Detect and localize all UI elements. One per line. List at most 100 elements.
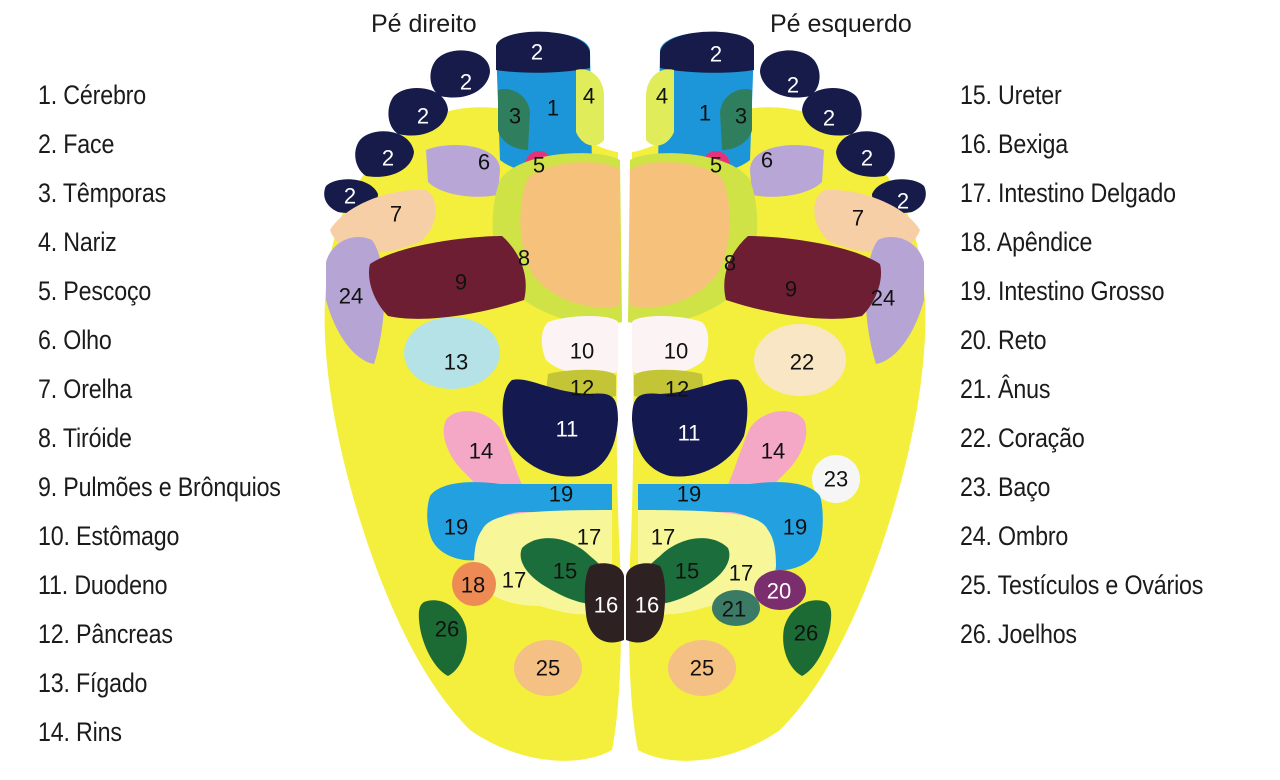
legend-item: 6. Olho <box>38 325 112 355</box>
zone-label: 19 <box>677 482 701 507</box>
zone-label: 6 <box>478 150 490 175</box>
zone-label: 19 <box>549 482 573 507</box>
eye-zone <box>750 144 824 197</box>
toe-4 <box>836 131 895 177</box>
zone-label: 18 <box>461 573 485 598</box>
zone-label: 4 <box>583 84 595 109</box>
legend-item: 12. Pâncreas <box>38 619 173 649</box>
appendix-zone <box>452 562 496 606</box>
bladder-zone <box>584 563 624 643</box>
legend-item: 8. Tiróide <box>38 423 132 453</box>
legend-item: 19. Intestino Grosso <box>960 276 1165 306</box>
zone-label: 24 <box>339 284 363 309</box>
rectum-zone <box>754 570 806 610</box>
legend-item: 3. Têmporas <box>38 178 167 208</box>
thyroid-center <box>630 162 730 308</box>
legend-item: 25. Testículos e Ovários <box>960 570 1204 600</box>
toe-4 <box>355 131 414 177</box>
zone-label: 26 <box>435 617 459 642</box>
nose-zone <box>646 69 674 146</box>
zone-label: 14 <box>469 439 493 464</box>
legend-item: 9. Pulmões e Brônquios <box>38 472 281 502</box>
zone-label: 3 <box>509 104 521 129</box>
duodenum-zone <box>632 379 748 477</box>
zone-label: 17 <box>577 525 601 550</box>
left-foot: 1 2 2 2 2 2 3 4 5 6 7 8 9 10 11 12 14 15… <box>626 31 926 761</box>
zone-label: 19 <box>444 515 468 540</box>
nose-zone <box>576 69 604 146</box>
lungs-zone <box>368 236 526 319</box>
zone-label: 2 <box>531 40 543 65</box>
zone-label: 5 <box>710 153 722 178</box>
legend-item: 7. Orelha <box>38 374 132 404</box>
zone-label: 22 <box>790 350 814 375</box>
zone-label: 15 <box>675 559 699 584</box>
heart-zone <box>754 324 846 396</box>
knees-zone <box>783 600 832 676</box>
legend-item: 4. Nariz <box>38 227 117 257</box>
zone-label: 15 <box>553 559 577 584</box>
legend-item: 20. Reto <box>960 325 1047 355</box>
anus-zone <box>712 590 760 626</box>
legend-item: 16. Bexiga <box>960 129 1069 159</box>
legend-item: 24. Ombro <box>960 521 1069 551</box>
right-foot: 1 2 2 2 2 2 3 4 5 6 7 8 9 10 11 12 13 14… <box>324 31 624 761</box>
toe-2 <box>430 50 490 98</box>
face-zone <box>496 31 590 73</box>
zone-label: 9 <box>455 270 467 295</box>
zone-label: 2 <box>861 146 873 171</box>
zone-label: 7 <box>852 206 864 231</box>
large-intestine-zone <box>638 482 823 571</box>
liver-zone <box>404 317 500 389</box>
left-foot-title: Pé esquerdo <box>770 10 912 38</box>
legend-item: 15. Ureter <box>960 80 1062 110</box>
zone-label: 11 <box>556 417 579 442</box>
zone-label: 17 <box>651 525 675 550</box>
legend-item: 11. Duodeno <box>38 570 168 600</box>
toe-3 <box>802 87 862 136</box>
bladder-zone <box>626 563 666 643</box>
zone-label: 9 <box>785 277 797 302</box>
stomach-zone <box>632 316 709 375</box>
zone-label: 2 <box>823 106 835 131</box>
zone-label: 26 <box>794 621 818 646</box>
eye-zone <box>426 144 500 197</box>
zone-label: 4 <box>656 84 668 109</box>
zone-label: 23 <box>824 467 848 492</box>
legend-item: 23. Baço <box>960 472 1051 502</box>
spleen-zone <box>812 455 860 503</box>
zone-label: 17 <box>729 561 753 586</box>
toe-2 <box>760 50 820 98</box>
zone-label: 16 <box>594 593 618 618</box>
zone-label: 21 <box>722 597 746 622</box>
legend-item: 2. Face <box>38 129 115 159</box>
zone-label: 6 <box>761 148 773 173</box>
zone-label: 8 <box>724 251 736 276</box>
zone-label: 20 <box>767 579 791 604</box>
zone-label: 2 <box>897 189 909 214</box>
zone-label: 19 <box>783 515 807 540</box>
zone-label: 25 <box>690 656 714 681</box>
legend-item: 5. Pescoço <box>38 276 152 306</box>
face-zone <box>660 31 754 73</box>
zone-label: 2 <box>710 42 722 67</box>
stomach-zone <box>541 316 618 375</box>
duodenum-zone <box>502 379 618 477</box>
legend-item: 21. Ânus <box>960 374 1051 404</box>
temple-zone <box>720 88 752 150</box>
zone-label: 3 <box>735 104 747 129</box>
zone-label: 12 <box>665 377 689 402</box>
zone-label: 10 <box>570 339 594 364</box>
zone-label: 2 <box>787 73 799 98</box>
zone-label: 8 <box>518 246 530 271</box>
zone-label: 12 <box>570 376 594 401</box>
legend-item: 10. Estômago <box>38 521 180 551</box>
knees-zone <box>418 600 467 676</box>
zone-label: 2 <box>460 70 472 95</box>
zone-label: 10 <box>664 339 688 364</box>
temple-zone <box>498 88 530 150</box>
legend-right: 15. Ureter 16. Bexiga 17. Intestino Delg… <box>960 71 1203 659</box>
right-foot-title: Pé direito <box>371 10 477 38</box>
legend-item: 14. Rins <box>38 717 122 747</box>
